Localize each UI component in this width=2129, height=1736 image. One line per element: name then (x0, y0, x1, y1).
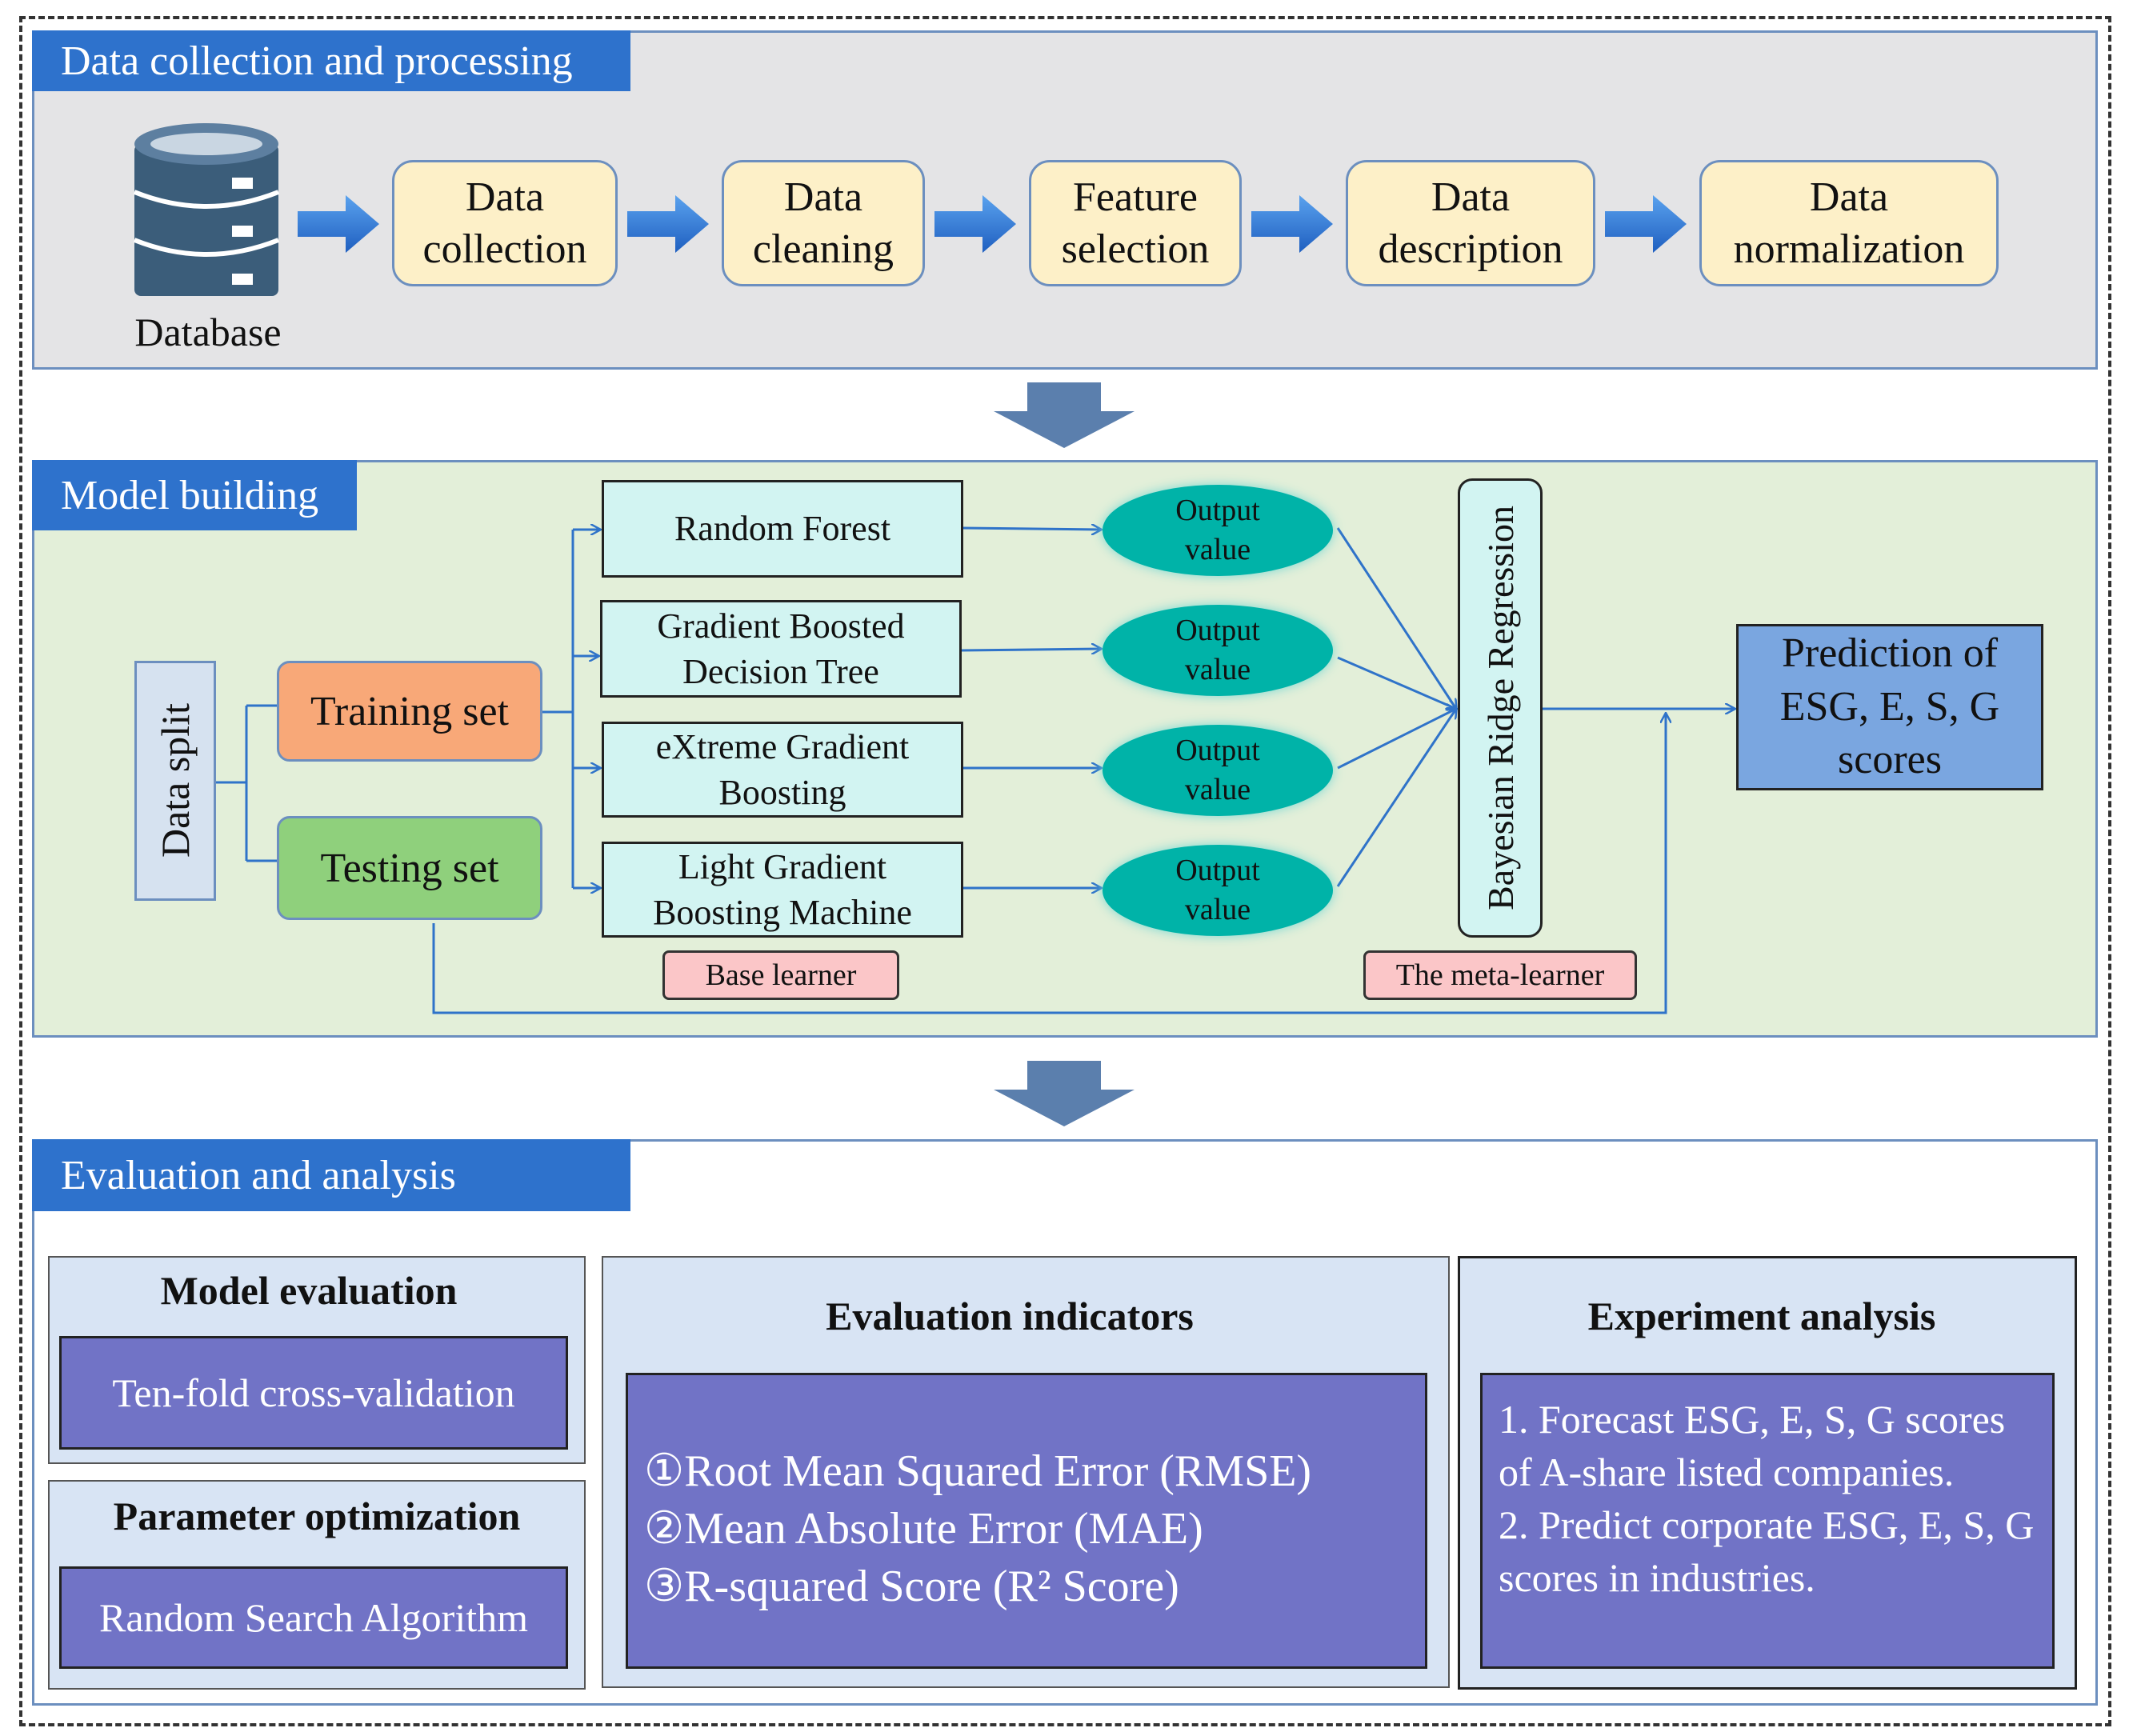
meta-learner-label: Bayesian Ridge Regression (1479, 506, 1521, 910)
output-value-ellipse: Output value (1103, 605, 1333, 696)
database-label: Database (134, 310, 282, 354)
step-data-normalization: Data normalization (1699, 160, 1999, 286)
cross-validation-box: Ten-fold cross-validation (59, 1336, 568, 1450)
arrow-right-icon (298, 195, 379, 253)
experiment-item: 2. Predict corporate ESG, E, S, G scores… (1499, 1502, 2035, 1600)
arrow-right-icon (627, 195, 709, 253)
arrow-right-icon (1605, 195, 1687, 253)
model-evaluation-heading: Model evaluation (160, 1268, 458, 1313)
pipeline-arrows (298, 195, 1687, 253)
base-learner-label: Base learner (662, 950, 899, 1000)
data-split-label: Data split (153, 703, 198, 858)
database-icon (130, 120, 283, 304)
lightgbm-box: Light Gradient Boosting Machine (602, 842, 963, 938)
meta-learner-box: Bayesian Ridge Regression (1458, 478, 1543, 938)
evaluation-indicators-heading: Evaluation indicators (826, 1294, 1194, 1338)
evaluation-title: Evaluation and analysis (32, 1139, 630, 1211)
step-feature-selection: Feature selection (1029, 160, 1242, 286)
random-search-box: Random Search Algorithm (59, 1566, 568, 1669)
output-value-ellipse: Output value (1103, 845, 1333, 936)
training-set-box: Training set (277, 661, 542, 762)
indicators-list-box: ①Root Mean Squared Error (RMSE) ②Mean Ab… (626, 1373, 1427, 1669)
step-data-collection: Data collection (392, 160, 618, 286)
random-forest-box: Random Forest (602, 480, 963, 578)
down-arrow-icon (994, 382, 1135, 448)
experiment-item: 1. Forecast ESG, E, S, G scores of A-sha… (1499, 1397, 2006, 1494)
xgboost-box: eXtreme Gradient Boosting (602, 722, 963, 818)
step-data-cleaning: Data cleaning (722, 160, 925, 286)
output-value-ellipse: Output value (1103, 725, 1333, 816)
meta-learner-tag: The meta-learner (1363, 950, 1637, 1000)
experiment-list-box: 1. Forecast ESG, E, S, G scores of A-sha… (1480, 1373, 2055, 1669)
experiment-analysis-heading: Experiment analysis (1587, 1294, 1936, 1338)
parameter-optimization-heading: Parameter optimization (113, 1494, 521, 1538)
indicator-r2: ③R-squared Score (R² Score) (644, 1562, 1179, 1611)
indicator-mae: ②Mean Absolute Error (MAE) (644, 1504, 1203, 1554)
arrow-right-icon (934, 195, 1016, 253)
model-building-title: Model building (32, 460, 357, 530)
testing-set-box: Testing set (277, 816, 542, 920)
data-split-box: Data split (134, 661, 216, 901)
model-connectors (216, 448, 2129, 1014)
data-processing-title: Data collection and processing (32, 30, 630, 91)
step-data-description: Data description (1346, 160, 1595, 286)
indicator-rmse: ①Root Mean Squared Error (RMSE) (644, 1446, 1312, 1496)
prediction-box: Prediction of ESG, E, S, G scores (1736, 624, 2043, 790)
outer-frame (19, 16, 2111, 1726)
output-value-ellipse: Output value (1103, 485, 1333, 576)
down-arrow-icon (994, 1061, 1135, 1126)
gbdt-box: Gradient Boosted Decision Tree (600, 600, 962, 698)
arrow-right-icon (1251, 195, 1333, 253)
